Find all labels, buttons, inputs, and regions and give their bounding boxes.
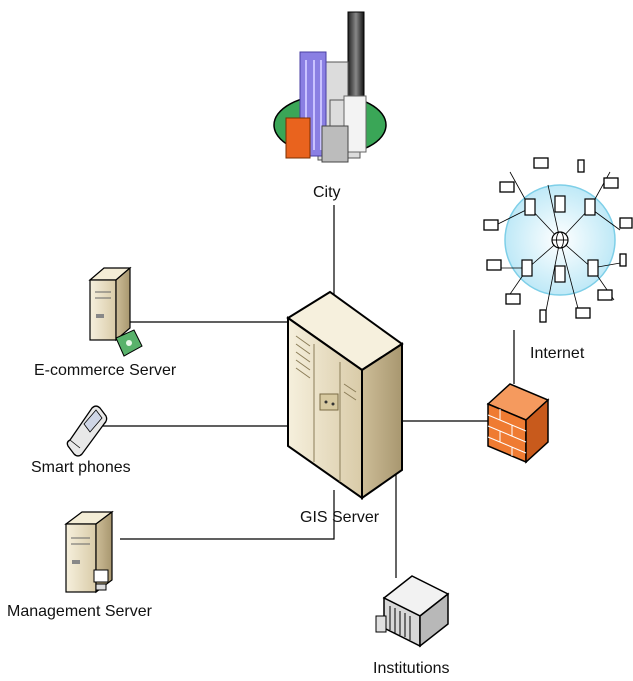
label-internet: Internet <box>530 345 585 362</box>
building-icon <box>375 575 450 648</box>
label-city: City <box>313 184 341 201</box>
connections <box>92 205 515 578</box>
label-management-server: Management Server <box>7 603 152 620</box>
label-institutions: Institutions <box>373 660 450 677</box>
label-gis-server: GIS Server <box>300 509 380 526</box>
management-server-icon <box>64 510 114 594</box>
mainframe-server-icon <box>286 290 404 500</box>
label-ecommerce-server: E-commerce Server <box>34 362 177 379</box>
ecommerce-server-icon <box>88 266 143 357</box>
smartphone-icon <box>66 405 108 457</box>
label-smart-phones: Smart phones <box>31 459 131 476</box>
firewall-icon <box>486 383 550 464</box>
city-buildings-icon <box>273 11 387 163</box>
internet-network-icon <box>483 157 633 323</box>
link-management-gis <box>120 490 335 540</box>
